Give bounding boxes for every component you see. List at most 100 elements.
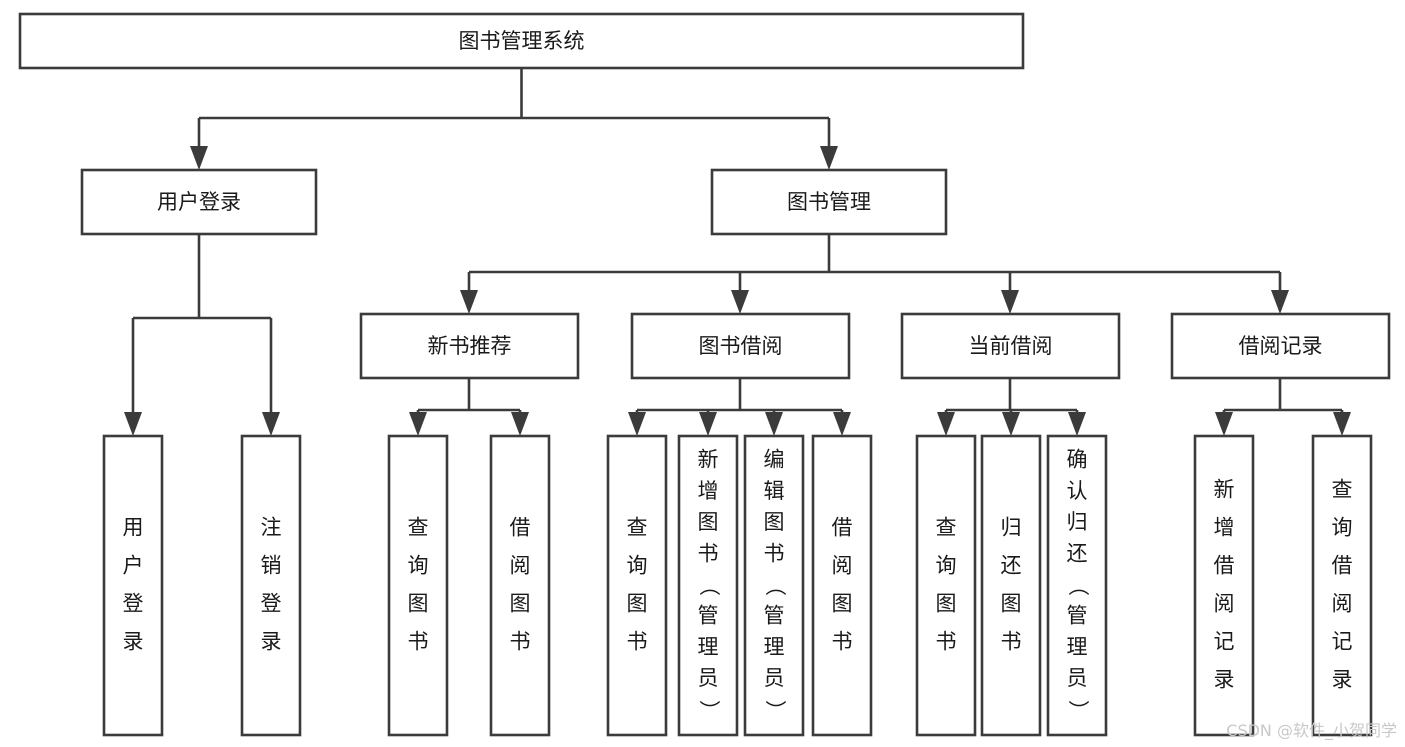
label-char: 图 <box>698 510 719 534</box>
node-leaf-add-book-box[interactable] <box>677 434 739 737</box>
node-borrow-record-box[interactable] <box>1170 312 1391 380</box>
node-leaf-query-book-2[interactable] <box>606 434 668 737</box>
label-char: 阅 <box>1214 592 1235 616</box>
node-leaf-query-book-1-box[interactable] <box>387 434 449 737</box>
label-char: 归 <box>1001 516 1022 540</box>
label-char: 管 <box>1067 604 1088 628</box>
watermark-label: CSDN @软件_小贺同学 <box>1226 721 1397 740</box>
arrowhead-leaf-add-record <box>1215 412 1233 436</box>
arrowhead-leaf-borrow-book-2 <box>833 412 851 436</box>
label-char: 图 <box>408 592 429 616</box>
node-leaf-borrow-book-1[interactable] <box>489 434 551 737</box>
node-root[interactable]: 图书管理系统 <box>18 12 1025 70</box>
label-char: 询 <box>936 554 957 578</box>
label-char: 查 <box>627 516 648 540</box>
label-char: 用 <box>123 516 144 540</box>
node-leaf-query-book-1[interactable] <box>387 434 449 737</box>
node-leaf-query-book-3[interactable] <box>915 434 977 737</box>
node-new-book-recommend-label: 新书推荐 <box>428 334 512 358</box>
node-book-borrow[interactable]: 图书借阅 <box>630 312 851 380</box>
label-char: 图 <box>832 592 853 616</box>
label-char: 录 <box>261 630 282 654</box>
label-char: 书 <box>627 630 648 654</box>
node-new-book-recommend[interactable]: 新书推荐 <box>359 312 580 380</box>
node-leaf-query-book-2-box[interactable] <box>606 434 668 737</box>
label-char: 注 <box>261 516 282 540</box>
label-char: ） <box>1066 700 1090 721</box>
label-char: 还 <box>1067 541 1088 565</box>
node-leaf-return-book[interactable] <box>980 434 1042 737</box>
label-char: 借 <box>832 516 853 540</box>
node-leaf-query-record-box[interactable] <box>1311 434 1373 737</box>
node-leaf-query-record[interactable] <box>1311 434 1373 737</box>
node-book-manage-label: 图书管理 <box>787 190 871 214</box>
node-current-borrow[interactable]: 当前借阅 <box>900 312 1121 380</box>
node-leaf-user-login-box[interactable] <box>102 434 164 737</box>
label-char: 登 <box>261 592 282 616</box>
node-leaf-confirm-return[interactable] <box>1046 434 1108 737</box>
node-leaf-borrow-book-2-box[interactable] <box>811 434 873 737</box>
node-root-box[interactable] <box>18 12 1025 70</box>
node-book-borrow-box[interactable] <box>630 312 851 380</box>
label-char: 阅 <box>510 554 531 578</box>
node-book-manage-box[interactable] <box>710 168 948 236</box>
label-char: 阅 <box>1332 592 1353 616</box>
node-leaf-edit-book[interactable] <box>743 434 805 737</box>
label-char: 记 <box>1332 630 1353 654</box>
node-book-borrow-label: 图书借阅 <box>699 334 783 358</box>
node-current-borrow-box[interactable] <box>900 312 1121 380</box>
label-char: 员 <box>1067 666 1088 690</box>
arrowhead-book-manage <box>820 146 838 170</box>
label-char: 书 <box>1001 630 1022 654</box>
node-leaf-logout-login[interactable] <box>240 434 302 737</box>
node-new-book-recommend-box[interactable] <box>359 312 580 380</box>
node-user-login-box[interactable] <box>80 168 318 236</box>
label-char: 新 <box>698 448 719 472</box>
node-leaf-user-login[interactable] <box>102 434 164 737</box>
label-char: 员 <box>698 666 719 690</box>
label-char: 理 <box>764 635 785 659</box>
connector-layer <box>124 68 1351 436</box>
node-current-borrow-label: 当前借阅 <box>969 334 1053 358</box>
label-char: 理 <box>698 635 719 659</box>
label-char: 询 <box>627 554 648 578</box>
node-leaf-add-record-box[interactable] <box>1193 434 1255 737</box>
arrowhead-user-login <box>190 146 208 170</box>
arrowhead-leaf-query-book-3 <box>937 412 955 436</box>
node-book-manage[interactable]: 图书管理 <box>710 168 948 236</box>
label-char: 查 <box>936 516 957 540</box>
label-char: 销 <box>261 554 282 578</box>
node-borrow-record[interactable]: 借阅记录 <box>1170 312 1391 380</box>
arrowhead-leaf-confirm-return <box>1068 412 1086 436</box>
arrowhead-borrow-record <box>1271 290 1289 314</box>
node-user-login[interactable]: 用户登录 <box>80 168 318 236</box>
label-char: 增 <box>1214 516 1235 540</box>
node-leaf-add-record[interactable] <box>1193 434 1255 737</box>
node-leaf-borrow-book-1-box[interactable] <box>489 434 551 737</box>
node-leaf-confirm-return-box[interactable] <box>1046 434 1108 737</box>
node-leaf-borrow-book-2[interactable] <box>811 434 873 737</box>
label-char: 记 <box>1214 630 1235 654</box>
arrowhead-current-borrow <box>1001 290 1019 314</box>
label-char: 书 <box>510 630 531 654</box>
node-leaf-logout-login-box[interactable] <box>240 434 302 737</box>
label-char: 借 <box>1214 554 1235 578</box>
node-leaf-return-book-box[interactable] <box>980 434 1042 737</box>
arrowhead-leaf-query-book-1 <box>409 412 427 436</box>
label-char: 书 <box>764 541 785 565</box>
label-char: 理 <box>1067 635 1088 659</box>
arrowhead-leaf-add-book <box>699 412 717 436</box>
node-leaf-add-book[interactable] <box>677 434 739 737</box>
label-char: 询 <box>408 554 429 578</box>
node-leaf-query-book-3-box[interactable] <box>915 434 977 737</box>
node-leaf-edit-book-box[interactable] <box>743 434 805 737</box>
label-char: 书 <box>936 630 957 654</box>
